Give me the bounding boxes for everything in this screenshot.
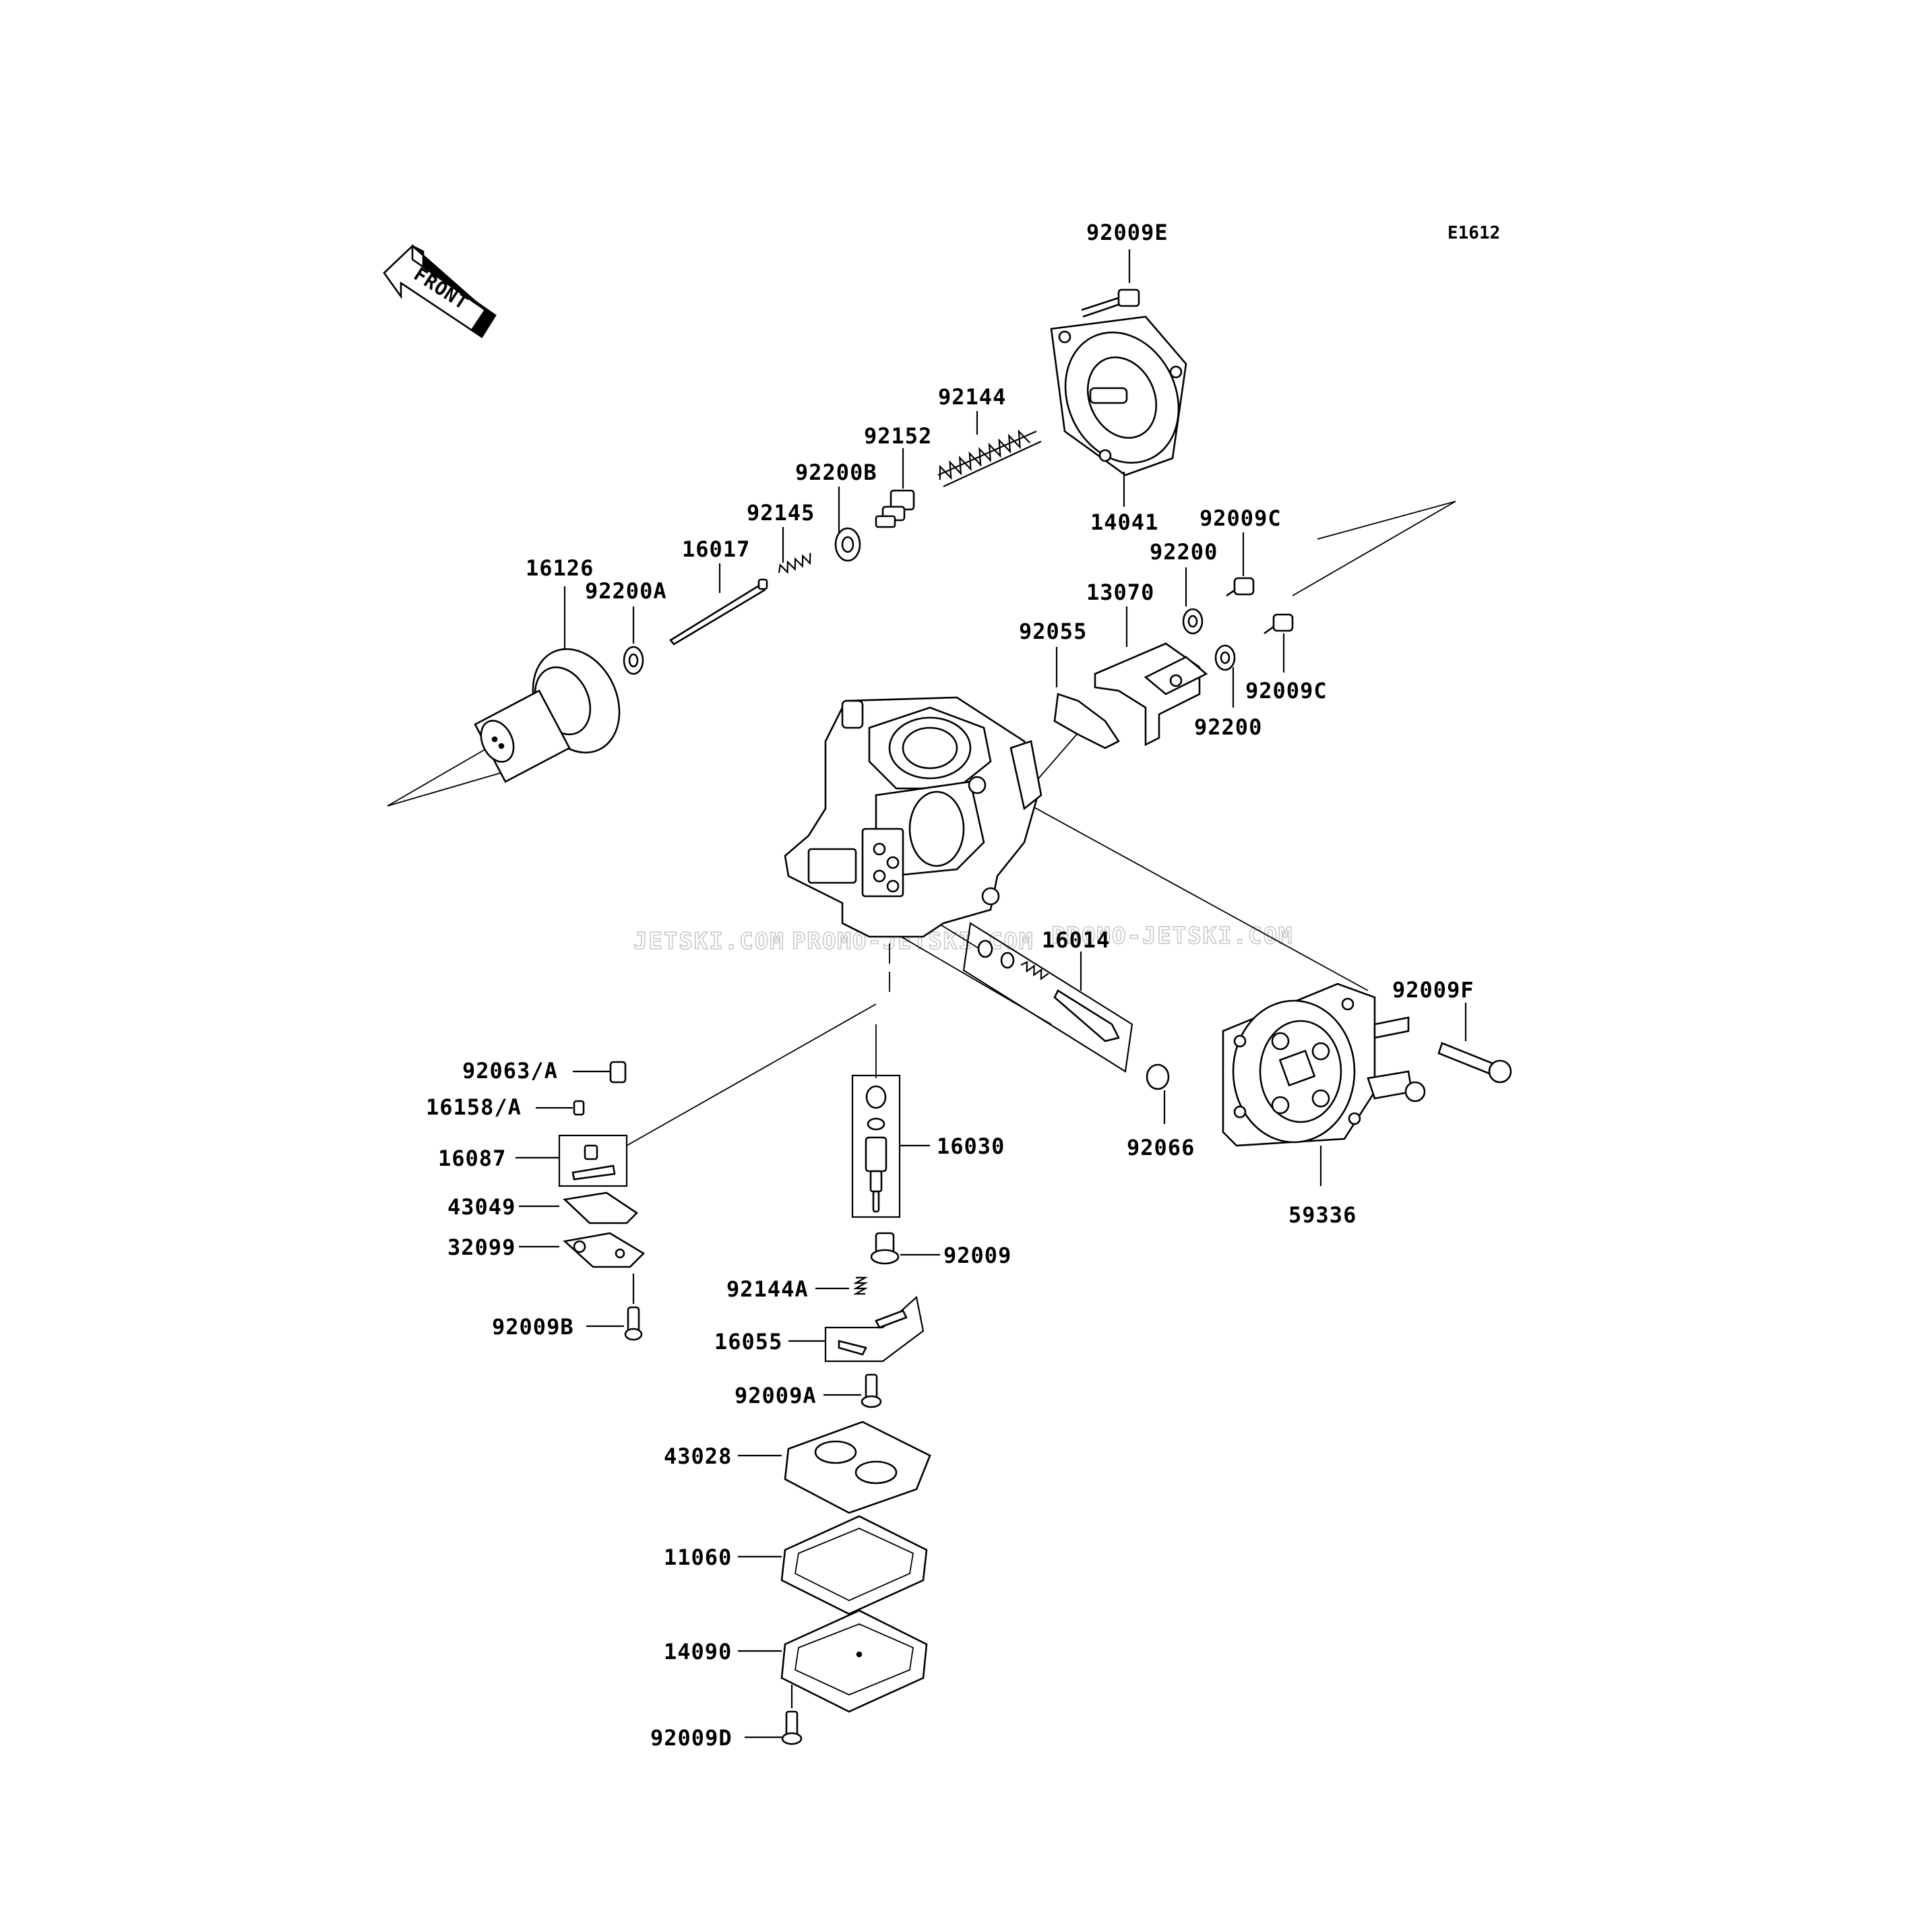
part-label-92200B: 92200B bbox=[795, 460, 877, 485]
screw-92009C-bottom-icon bbox=[1264, 613, 1294, 673]
part-label-16087: 16087 bbox=[438, 1146, 506, 1171]
diagram-code: E1612 bbox=[1447, 223, 1500, 243]
part-label-92009C-bottom: 92009C bbox=[1245, 678, 1328, 704]
spring-92144-icon bbox=[937, 411, 1042, 487]
part-label-16014: 16014 bbox=[1042, 927, 1110, 953]
part-label-13070: 13070 bbox=[1086, 580, 1154, 605]
part-label-92063A: 92063/A bbox=[462, 1058, 558, 1084]
part-label-92009: 92009 bbox=[943, 1243, 1011, 1268]
part-label-16017: 16017 bbox=[682, 536, 750, 562]
part-label-92200-bottom: 92200 bbox=[1194, 714, 1262, 740]
part-label-92009D: 92009D bbox=[650, 1725, 733, 1751]
part-label-92009B: 92009B bbox=[492, 1314, 574, 1340]
gasket-11060-icon bbox=[738, 1515, 928, 1615]
valve-92152-icon bbox=[875, 448, 915, 528]
washer-92200-top-icon bbox=[1182, 567, 1204, 635]
part-labels: 92009E 92144 92152 92200B 92145 14041 92… bbox=[426, 220, 1474, 1751]
part-label-32099: 32099 bbox=[447, 1235, 516, 1260]
cover-14041-icon bbox=[1050, 315, 1187, 507]
washer-92200B-icon bbox=[834, 487, 861, 562]
part-label-16055: 16055 bbox=[714, 1329, 782, 1354]
front-arrow-icon: FRONT bbox=[383, 243, 497, 338]
gasket-92055-icon bbox=[1053, 647, 1120, 749]
part-label-92066: 92066 bbox=[1127, 1135, 1195, 1160]
part-label-14090: 14090 bbox=[664, 1639, 732, 1664]
explode-lines bbox=[387, 501, 1456, 1146]
valve-kit-16030-icon bbox=[851, 1074, 930, 1218]
part-label-92009C-top: 92009C bbox=[1199, 505, 1282, 531]
spring-92144A-icon bbox=[815, 1276, 869, 1295]
watermark-text-1: JETSKI.COM bbox=[633, 928, 785, 955]
screw-92009A-icon bbox=[823, 1373, 882, 1408]
screw-92009D-icon bbox=[745, 1710, 803, 1745]
part-label-14041: 14041 bbox=[1090, 509, 1158, 535]
part-label-92009E: 92009E bbox=[1086, 220, 1168, 245]
part-label-16030: 16030 bbox=[937, 1133, 1005, 1159]
part-label-11060: 11060 bbox=[664, 1545, 732, 1570]
pump-59336-icon bbox=[1222, 983, 1426, 1186]
gasket-43049-icon bbox=[519, 1191, 639, 1224]
jet-kit-16055-icon bbox=[788, 1295, 925, 1363]
part-label-16158A: 16158/A bbox=[426, 1094, 522, 1120]
part-label-92145: 92145 bbox=[747, 500, 815, 526]
screw-92009C-top-icon bbox=[1226, 532, 1255, 597]
jet-16158A-icon bbox=[536, 1100, 585, 1116]
part-label-92009F: 92009F bbox=[1392, 977, 1474, 1003]
screw-92009E-icon bbox=[1081, 249, 1140, 318]
part-label-43028: 43028 bbox=[664, 1443, 732, 1469]
part-label-59336: 59336 bbox=[1288, 1202, 1357, 1228]
diaphragm-16126-icon bbox=[474, 586, 621, 783]
jet-92063A-icon bbox=[573, 1061, 627, 1084]
screw-92009-icon bbox=[870, 1232, 940, 1265]
part-label-92009A: 92009A bbox=[735, 1383, 817, 1408]
part-label-43049: 43049 bbox=[447, 1194, 516, 1220]
kit-16014-icon bbox=[962, 922, 1133, 1073]
bracket-13070-icon bbox=[1094, 606, 1208, 747]
carburetor-body-icon bbox=[784, 696, 1042, 938]
part-label-92055: 92055 bbox=[1019, 619, 1087, 644]
washer-92200A-icon bbox=[623, 606, 644, 675]
part-label-16126: 16126 bbox=[526, 555, 594, 581]
bolt-92009F-icon bbox=[1437, 1003, 1512, 1084]
plug-92066-icon bbox=[1146, 1063, 1170, 1124]
part-label-92144A: 92144A bbox=[726, 1276, 809, 1302]
part-label-92152: 92152 bbox=[864, 423, 932, 449]
plate-32099-icon bbox=[519, 1232, 646, 1304]
gasket-43028-icon bbox=[738, 1421, 931, 1514]
part-label-92200A: 92200A bbox=[585, 578, 667, 604]
spring-92145-icon bbox=[778, 527, 811, 574]
needle-16017-icon bbox=[669, 563, 768, 646]
jet-kit-16087-icon bbox=[516, 1134, 628, 1187]
screw-92009B-icon bbox=[586, 1306, 643, 1341]
cover-14090-icon bbox=[738, 1609, 928, 1713]
part-label-92144: 92144 bbox=[938, 384, 1006, 410]
part-label-92200-top: 92200 bbox=[1150, 539, 1218, 565]
washer-92200-bottom-icon bbox=[1214, 644, 1236, 708]
